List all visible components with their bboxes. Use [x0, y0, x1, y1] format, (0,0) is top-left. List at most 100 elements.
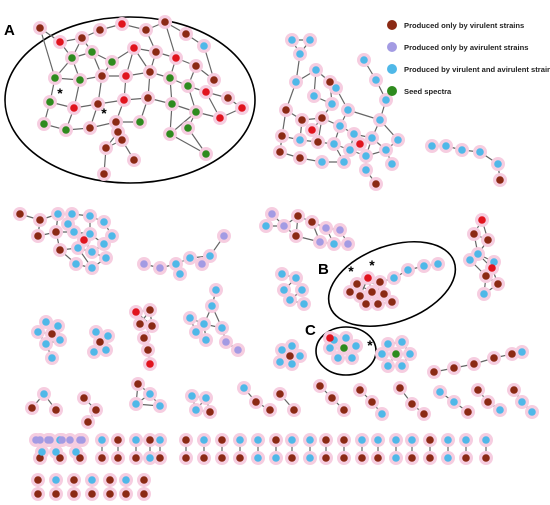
legend-label-virulent: Produced only by virulent strains — [404, 20, 525, 30]
cluster-red-chain-node — [430, 368, 438, 376]
cluster-pentagon-1-node — [54, 322, 62, 330]
cluster-left-mid-node — [86, 212, 94, 220]
fragment-row1-4-node — [266, 406, 274, 414]
fragment-row1-7-node — [356, 386, 364, 394]
legend-swatch-icon — [387, 64, 397, 74]
legend-swatch-icon — [387, 42, 397, 52]
cluster-top-right-node — [326, 78, 334, 86]
fragment-row1-5-node — [290, 406, 298, 414]
cluster-blue-penta-node — [278, 346, 286, 354]
fragment-row1-3-node — [202, 394, 210, 402]
cluster-b-node — [364, 274, 372, 282]
cluster-far-right-node — [466, 256, 474, 264]
cluster-pentagon-1-node — [42, 318, 50, 326]
cluster-top-right-node — [282, 106, 290, 114]
cluster-pentagon-1-node — [34, 328, 42, 336]
cluster-top-right-node — [278, 132, 286, 140]
panel-label-c: C — [305, 322, 316, 339]
cluster-red-tower-node — [146, 360, 154, 368]
legend-swatch-icon — [387, 86, 397, 96]
fragment-row1-9-node — [464, 408, 472, 416]
cluster-mid-right-node — [262, 222, 270, 230]
cluster-red-tower-node — [146, 306, 154, 314]
cluster-purple-chain-node — [206, 252, 214, 260]
cluster-b-node — [376, 278, 384, 286]
cluster-a-node — [88, 48, 96, 56]
pair-row2-24-node — [462, 454, 470, 462]
cluster-star-mid-node — [234, 346, 242, 354]
pair-row2-0-node — [36, 454, 44, 462]
cluster-a-node — [46, 98, 54, 106]
fragment-row1-10-node — [496, 406, 504, 414]
cluster-a-node — [122, 72, 130, 80]
cluster-b-node — [353, 280, 361, 288]
cluster-left-mid-node — [88, 248, 96, 256]
cluster-top-right-node — [298, 116, 306, 124]
cluster-red-chain-node — [518, 348, 526, 356]
cluster-top-right-node — [296, 154, 304, 162]
pair-row2-12-node — [254, 436, 262, 444]
pair-row3-1-node — [52, 476, 60, 484]
cluster-purple-chain-node — [198, 260, 206, 268]
triangle-small-0-node — [38, 448, 46, 456]
cluster-a-node — [51, 74, 59, 82]
cluster-a-node — [184, 124, 192, 132]
pair-row2-1-node — [56, 454, 64, 462]
cluster-top-right-node — [310, 92, 318, 100]
cluster-top-right-node — [296, 136, 304, 144]
pair-row2-8-node — [182, 454, 190, 462]
cluster-top-right-node — [288, 36, 296, 44]
cluster-b-node — [390, 274, 398, 282]
cluster-blue-penta-node — [276, 358, 284, 366]
fragment-row1-7-node — [378, 410, 386, 418]
cluster-c-node — [326, 334, 334, 342]
pair-row2-15-node — [306, 454, 314, 462]
pair-row2-16-node — [322, 436, 330, 444]
cluster-mid-right-node — [344, 240, 352, 248]
pair-row2-10-node — [218, 454, 226, 462]
cluster-star-mid-node — [200, 320, 208, 328]
pair-row3-5-node — [122, 490, 130, 498]
cluster-a-edge — [39, 27, 56, 79]
cluster-c-node — [340, 344, 348, 352]
cluster-a-node — [216, 114, 224, 122]
cluster-far-right-node — [488, 264, 496, 272]
cluster-left-mid-node — [108, 232, 116, 240]
cluster-left-mid-node — [74, 244, 82, 252]
cluster-small-right-node — [442, 142, 450, 150]
fragment-row1-2-node — [146, 390, 154, 398]
cluster-purple-chain-node — [220, 232, 228, 240]
cluster-b-node — [380, 290, 388, 298]
pair-row3-4-node — [106, 476, 114, 484]
cluster-a-node — [86, 124, 94, 132]
legend-item-avirulent: Produced only by avirulent strains — [387, 36, 550, 58]
cluster-blue-penta-node — [286, 352, 294, 360]
cluster-a-node — [96, 26, 104, 34]
cluster-blue-ring-node — [398, 362, 406, 370]
cluster-mid-right-node — [292, 232, 300, 240]
pair-row2-16-node — [322, 454, 330, 462]
fragment-row1-3-node — [188, 392, 196, 400]
fragment-row1-11-node — [518, 398, 526, 406]
fragment-row1-9-node — [450, 398, 458, 406]
cluster-a-node — [102, 144, 110, 152]
fragment-row1-0-node — [28, 404, 36, 412]
pair-row3-0-node — [34, 490, 42, 498]
cluster-top-right-node — [336, 122, 344, 130]
cluster-purple-chain-node — [176, 270, 184, 278]
cluster-far-right-node — [490, 258, 498, 266]
legend-item-virulent: Produced only by virulent strains — [387, 14, 550, 36]
cluster-a-node — [70, 104, 78, 112]
legend-item-both: Produced by virulent and avirulent strai… — [387, 58, 550, 80]
pair-row3-6-node — [140, 490, 148, 498]
fragment-row1-6-node — [340, 406, 348, 414]
legend-swatch-icon — [387, 20, 397, 30]
pair-row2-11-node — [236, 436, 244, 444]
cluster-mid-right-node — [308, 218, 316, 226]
pair-row3-1-node — [52, 490, 60, 498]
cluster-top-right-node — [350, 130, 358, 138]
cluster-top-right-node — [328, 100, 336, 108]
pair-row2-23-node — [444, 436, 452, 444]
cluster-top-right-node — [382, 146, 390, 154]
